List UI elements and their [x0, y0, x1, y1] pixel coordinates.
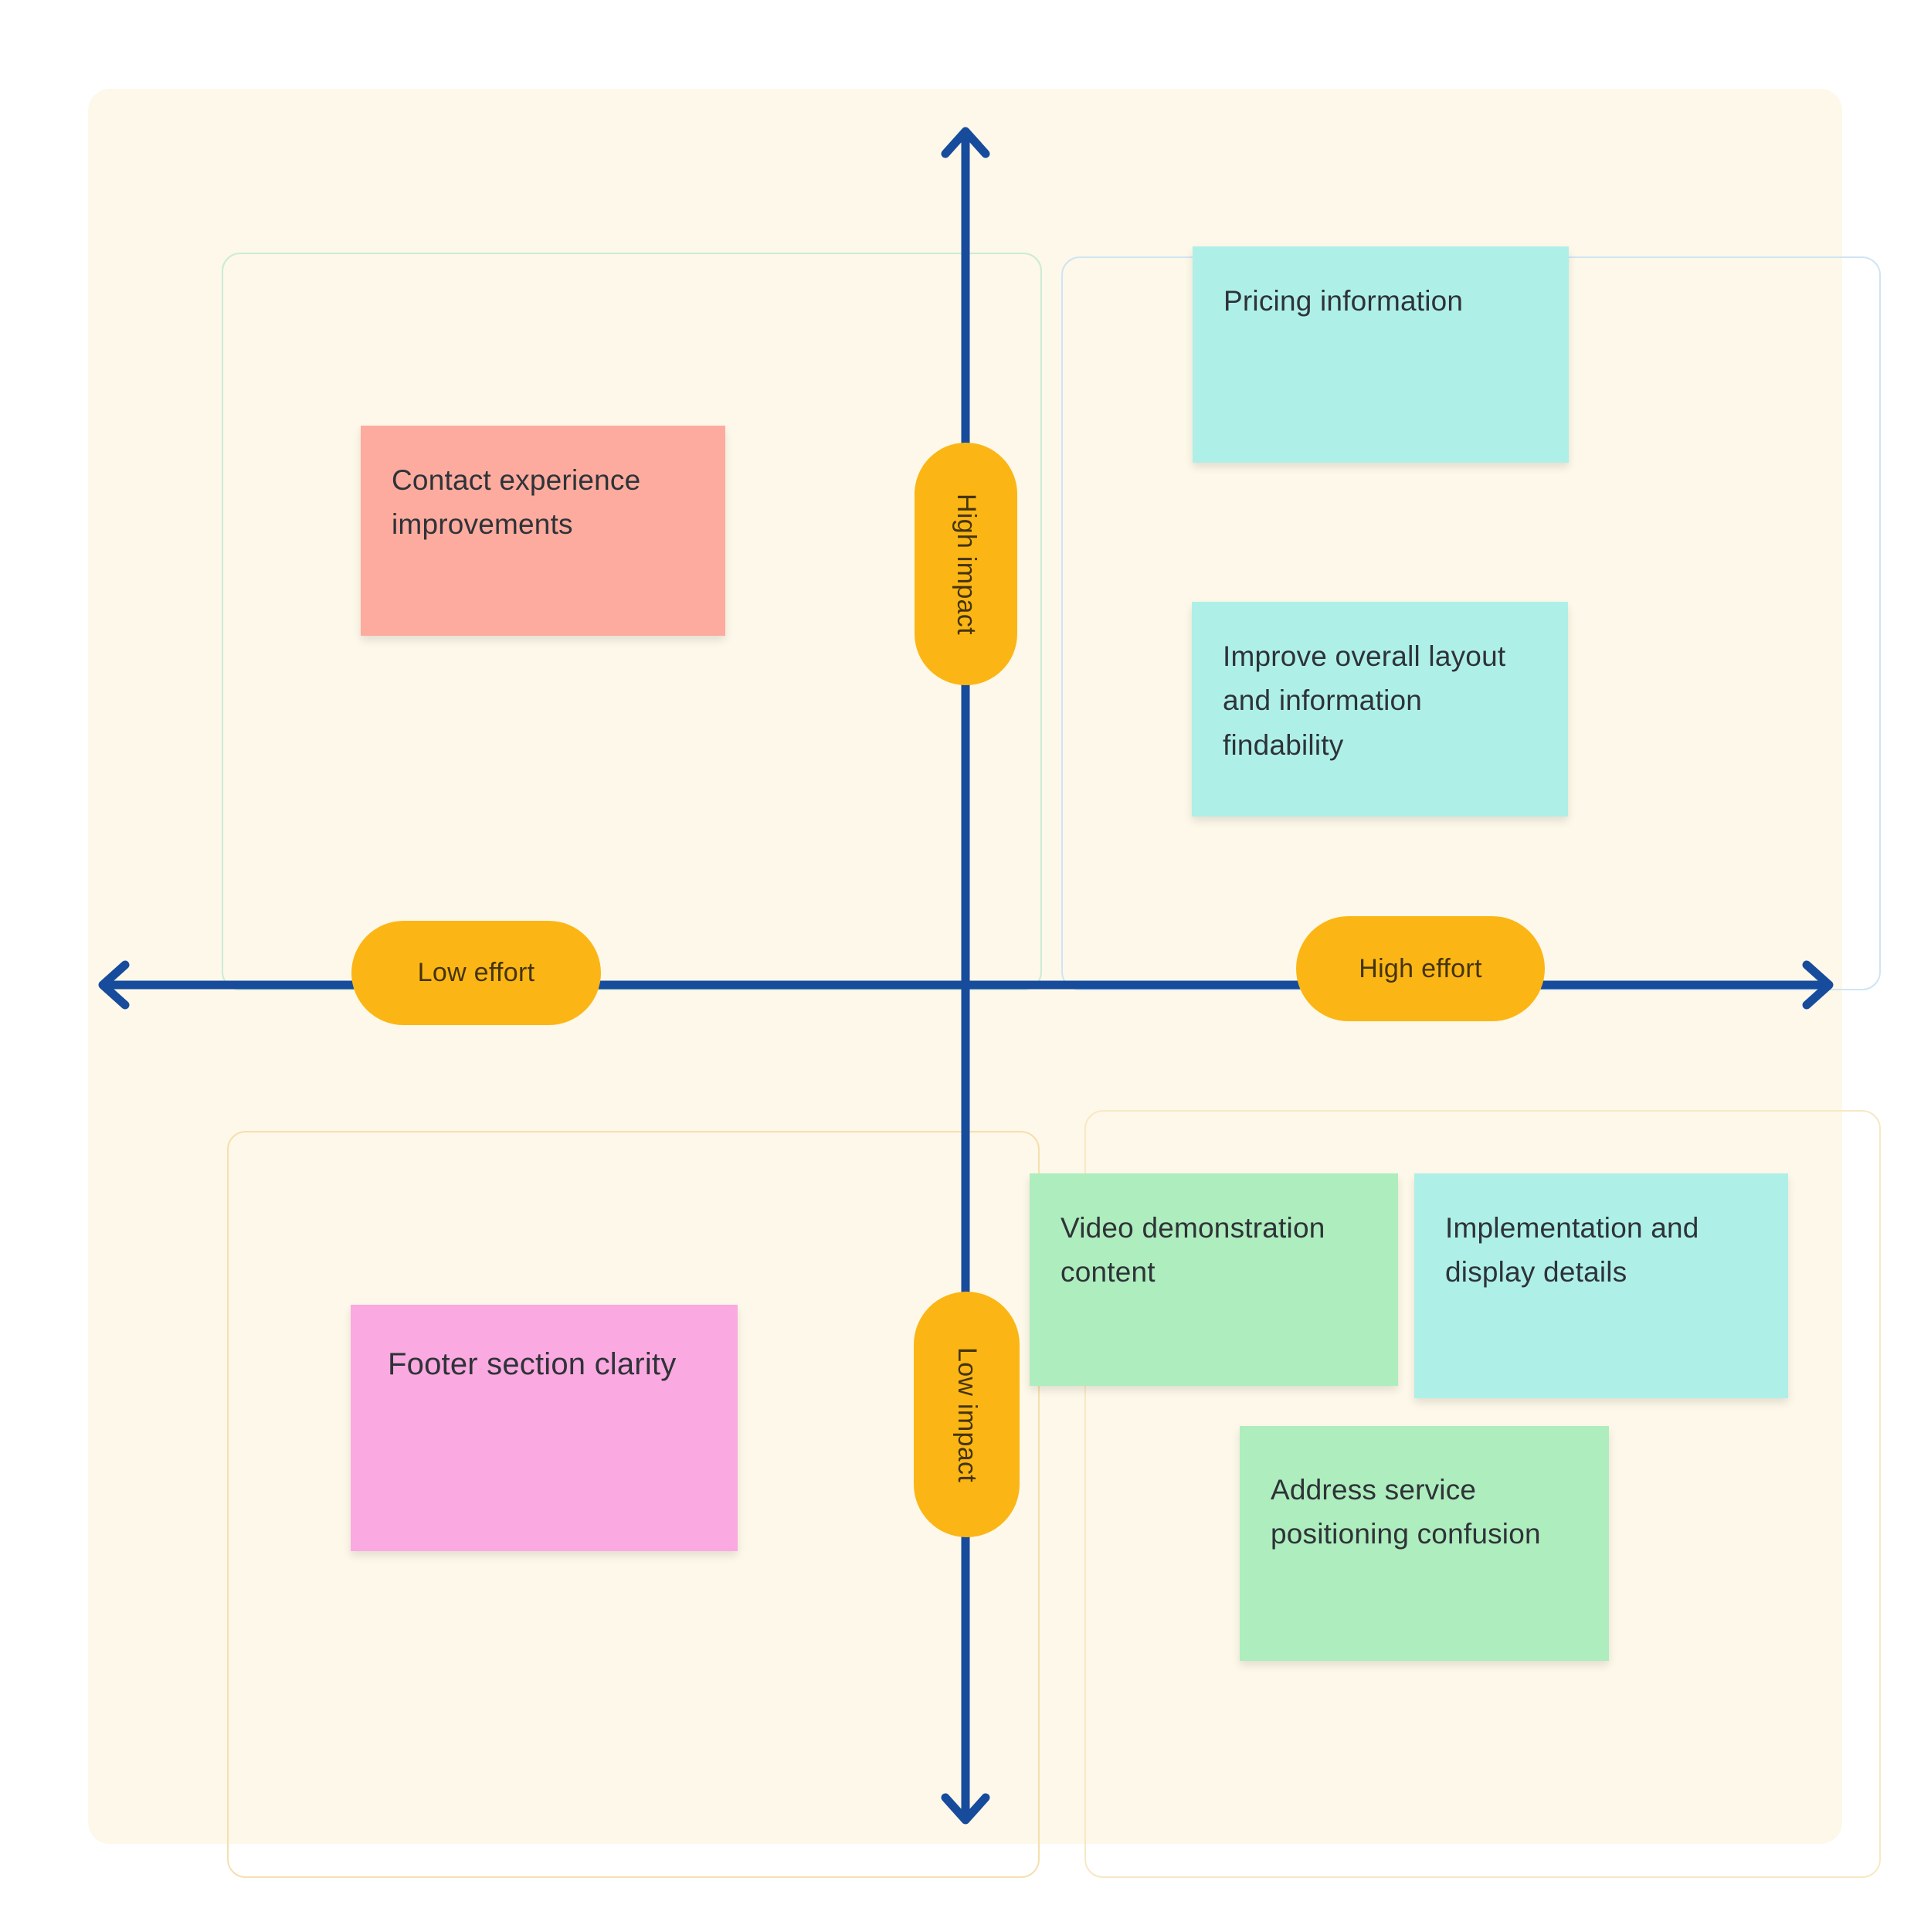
sticky-note-contact-experience[interactable]: Contact experience improvements — [361, 426, 725, 636]
sticky-note-implementation-details[interactable]: Implementation and display details — [1414, 1173, 1788, 1398]
quadrant-low-impact-high-effort — [1084, 1110, 1881, 1878]
axis-label-high-effort[interactable]: High effort — [1296, 916, 1545, 1021]
sticky-note-text: Pricing information — [1223, 285, 1464, 317]
sticky-note-service-positioning[interactable]: Address service positioning confusion — [1240, 1426, 1609, 1661]
axis-label-low-impact[interactable]: Low impact — [914, 1292, 1020, 1537]
sticky-note-text: Contact experience improvements — [392, 464, 641, 541]
axis-label-high-effort-text: High effort — [1359, 953, 1482, 983]
sticky-note-video-demo[interactable]: Video demonstration content — [1030, 1173, 1398, 1386]
sticky-note-footer-clarity[interactable]: Footer section clarity — [351, 1305, 738, 1551]
sticky-note-text: Implementation and display details — [1445, 1212, 1699, 1289]
sticky-note-text: Video demonstration content — [1061, 1212, 1325, 1289]
quadrant-high-impact-low-effort — [222, 253, 1042, 990]
axis-label-low-impact-text: Low impact — [952, 1346, 982, 1482]
sticky-note-text: Address service positioning confusion — [1271, 1474, 1541, 1550]
axis-label-high-impact[interactable]: High impact — [915, 443, 1017, 685]
axis-label-low-effort[interactable]: Low effort — [351, 921, 601, 1025]
sticky-note-text: Footer section clarity — [388, 1347, 677, 1381]
axis-label-high-impact-text: High impact — [952, 493, 981, 635]
axis-label-low-effort-text: Low effort — [417, 958, 535, 987]
quadrant-low-impact-low-effort — [227, 1131, 1040, 1878]
sticky-note-text: Improve overall layout and information f… — [1223, 640, 1506, 761]
sticky-note-pricing-information[interactable]: Pricing information — [1193, 246, 1569, 463]
sticky-note-improve-layout[interactable]: Improve overall layout and information f… — [1192, 602, 1568, 817]
